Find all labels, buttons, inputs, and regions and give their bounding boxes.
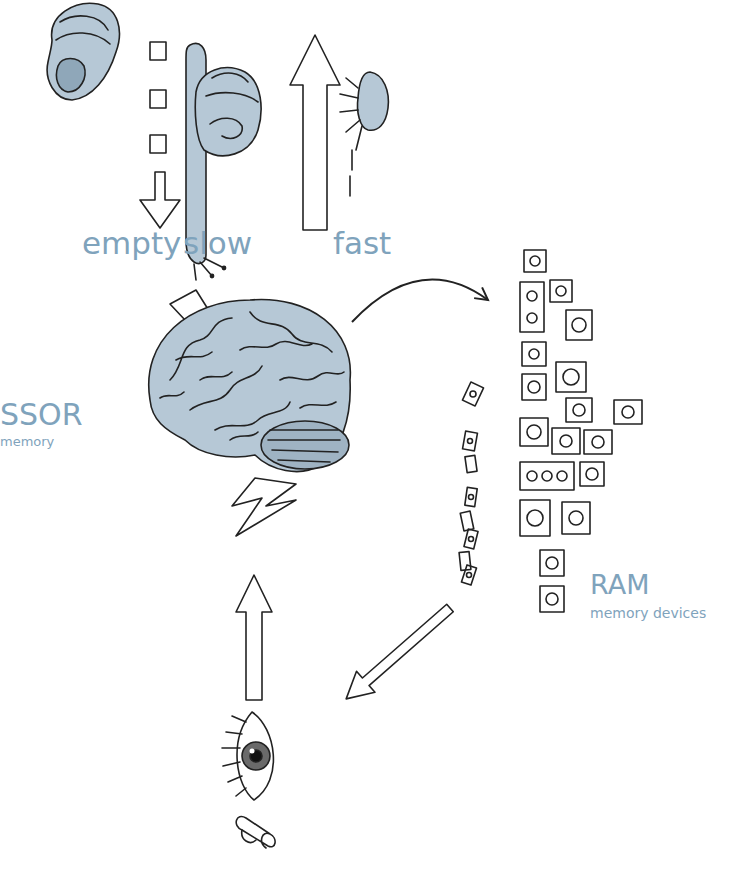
ram-to-eye-arrow (337, 597, 459, 709)
ram-cells (520, 250, 642, 612)
arrow-line (352, 280, 488, 322)
fast-snail (340, 72, 388, 196)
fast-arrow (290, 35, 340, 230)
empty-squares (140, 42, 180, 228)
speed-label: fast (333, 226, 391, 260)
lightning-bolt (232, 478, 296, 536)
eye (222, 712, 273, 800)
speed-label: slow (183, 226, 252, 260)
node-heading: SSOR (0, 398, 83, 431)
scroll-symbol (236, 817, 275, 848)
node-subtitle: memory (0, 435, 54, 449)
node-heading: RAM (590, 570, 649, 600)
illustrated-node: RAM memory devices (488, 248, 730, 628)
illustrated-node: SSOR memory (0, 290, 352, 485)
arrow-head (474, 287, 488, 300)
speed-label: empty (82, 226, 181, 260)
empty-shell (47, 3, 119, 100)
brain (149, 300, 351, 472)
node-subtitle: memory devices (590, 606, 706, 621)
scattered-cells (459, 382, 483, 585)
eye-to-brain-arrow (236, 575, 272, 700)
curved-arrow (352, 280, 488, 322)
